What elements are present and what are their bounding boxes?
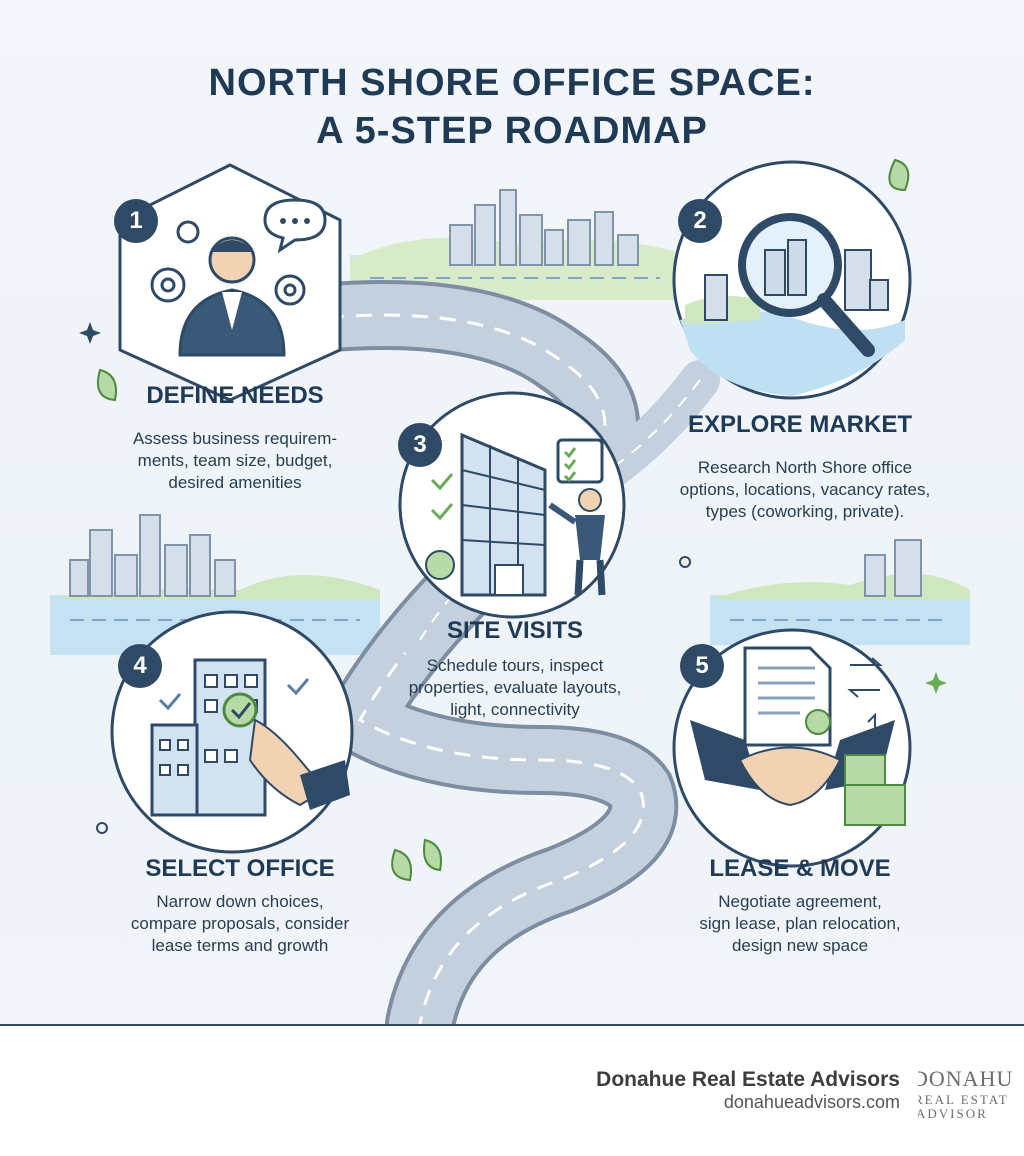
step-3-title: SITE VISITS bbox=[446, 617, 584, 644]
step-2-number-badge: 2 bbox=[678, 199, 722, 243]
footer: Donahue Real Estate Advisors donahueadvi… bbox=[0, 1024, 1024, 1156]
step-5-title: LEASE & MOVE bbox=[709, 855, 891, 882]
step-5-number-badge: 5 bbox=[680, 644, 724, 688]
website-link[interactable]: donahueadvisors.com bbox=[723, 1092, 900, 1112]
step-3-illustration bbox=[398, 391, 626, 619]
step-4-description: Narrow down choices,compare proposals, c… bbox=[130, 892, 350, 955]
roadmap-illustration bbox=[50, 158, 970, 1024]
page-title-line-1: NORTH SHORE OFFICE SPACE: bbox=[208, 62, 816, 104]
step-4-title: SELECT OFFICE bbox=[145, 855, 335, 882]
page-title-line-2: A 5-STEP ROADMAP bbox=[316, 110, 708, 152]
step-1-number-badge: 1 bbox=[114, 199, 158, 243]
company-logo: DONAHU REAL ESTAT ADVISOR bbox=[918, 1066, 1014, 1121]
step-2-title: EXPLORE MARKET bbox=[687, 411, 912, 438]
step-4-illustration bbox=[110, 610, 354, 854]
step-5-description: Negotiate agreement,sign lease, plan rel… bbox=[699, 892, 901, 955]
step-5-illustration bbox=[672, 628, 912, 868]
decorations bbox=[79, 158, 947, 882]
step-2-illustration bbox=[672, 160, 912, 400]
brand-name: Donahue Real Estate Advisors bbox=[596, 1068, 900, 1091]
step-1-illustration bbox=[118, 163, 342, 402]
step-3-number-badge: 3 bbox=[398, 423, 442, 467]
step-4-number-badge: 4 bbox=[118, 644, 162, 688]
step-1-description: Assess business requirem-ments, team siz… bbox=[132, 429, 338, 492]
infographic: NORTH SHORE OFFICE SPACE: A 5-STEP ROADM… bbox=[0, 0, 1024, 1024]
step-1-title: DEFINE NEEDS bbox=[146, 382, 324, 409]
